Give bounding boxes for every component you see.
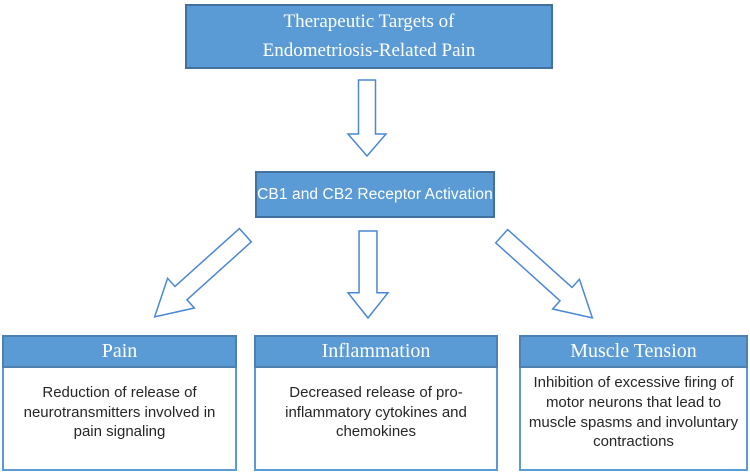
title-line-2: Endometriosis-Related Pain: [262, 39, 476, 61]
card-description: Reduction of release of neurotransmitter…: [23, 383, 216, 441]
block-arrow-down-icon: [348, 80, 386, 156]
card-title: Inflammation: [321, 340, 431, 362]
block-arrow-down-icon: [348, 231, 388, 318]
hub-label: CB1 and CB2 Receptor Activation: [257, 185, 493, 203]
block-arrow-down-right-icon: [488, 221, 605, 332]
card-body-pain: Reduction of release of neurotransmitter…: [2, 368, 237, 471]
card-description: Inhibition of excessive firing of motor …: [528, 373, 739, 451]
card-description: Decreased release of pro-inflammatory cy…: [285, 383, 467, 441]
card-body-inflammation: Decreased release of pro-inflammatory cy…: [254, 368, 498, 471]
card-header-muscle-tension: Muscle Tension: [519, 335, 748, 368]
target-card-inflammation: Inflammation Decreased release of pro-in…: [254, 335, 498, 471]
target-card-muscle-tension: Muscle Tension Inhibition of excessive f…: [519, 335, 748, 471]
card-title: Muscle Tension: [570, 340, 697, 362]
title-box: Therapeutic Targets of Endometriosis-Rel…: [185, 4, 553, 69]
card-body-muscle-tension: Inhibition of excessive firing of motor …: [519, 368, 748, 471]
card-title: Pain: [101, 340, 138, 362]
title-line-1: Therapeutic Targets of: [283, 11, 455, 32]
block-arrow-down-left-icon: [141, 220, 258, 331]
target-card-pain: Pain Reduction of release of neurotransm…: [2, 335, 237, 471]
hub-box: CB1 and CB2 Receptor Activation: [255, 171, 495, 218]
card-header-pain: Pain: [2, 335, 237, 368]
card-header-inflammation: Inflammation: [254, 335, 498, 368]
